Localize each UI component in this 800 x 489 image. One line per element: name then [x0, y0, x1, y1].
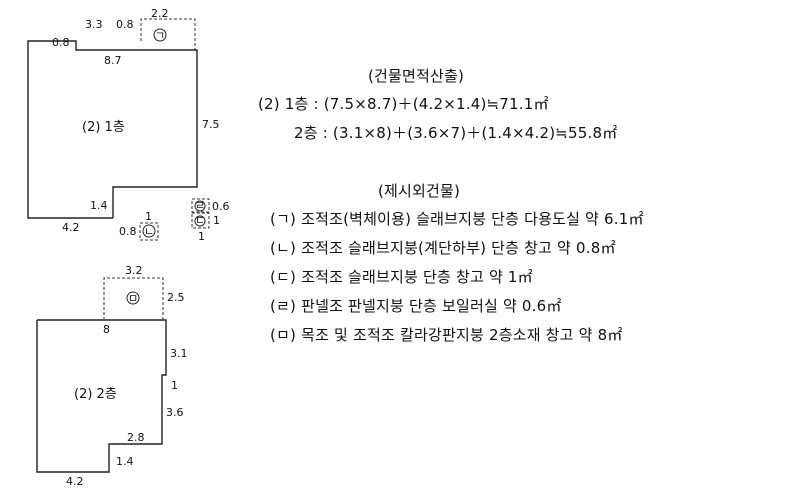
dim-label: 8	[103, 323, 110, 336]
dim-label: 3.2	[125, 264, 143, 277]
dim-label: 3.6	[166, 406, 184, 419]
area-calc-floor2: 2층 : (3.1×8)＋(3.6×7)＋(1.4×4.2)≒55.8㎡	[294, 124, 618, 142]
dim-label: 7.5	[202, 118, 220, 131]
dim-label: 2.2	[151, 7, 169, 20]
dim-label: 1	[198, 230, 205, 243]
mark-giyeok: ㄱ	[155, 29, 165, 42]
dim-label: 1	[213, 214, 220, 227]
dim-label: 1.4	[116, 455, 134, 468]
dim-label: 3.3	[85, 18, 103, 31]
mark-digeut-circle	[194, 215, 206, 227]
dim-label: 3.1	[170, 347, 188, 360]
mark-rieul: ㄹ	[195, 199, 205, 212]
excluded-heading: (제시외건물)	[378, 182, 461, 200]
annex-nieun-outline	[139, 222, 159, 241]
mark-digeut: ㄷ	[195, 214, 205, 227]
mark-mieum: ㅁ	[128, 292, 138, 305]
excluded-item-giyeok: (ㄱ) 조적조(벽체이용) 슬래브지붕 단층 다용도실 약 6.1㎡	[270, 210, 644, 228]
excluded-item-digeut: (ㄷ) 조적조 슬래브지붕 단층 창고 약 1㎡	[270, 268, 533, 286]
dim-label: 4.2	[62, 221, 80, 234]
dim-label: 0.6	[212, 200, 230, 213]
excluded-item-mieum: (ㅁ) 목조 및 조적조 칼라강판지붕 2층소재 창고 약 8㎡	[270, 326, 623, 344]
dim-label: 0.8	[116, 18, 134, 31]
excluded-item-rieul: (ㄹ) 판넬조 판넬지붕 단층 보일러실 약 0.6㎡	[270, 297, 562, 315]
area-calc-heading: (건물면적산출)	[368, 67, 465, 85]
mark-rieul-circle	[194, 200, 206, 212]
area-calc-floor1: (2) 1층 : (7.5×8.7)＋(4.2×1.4)≒71.1㎡	[258, 95, 549, 113]
dim-label: 2.8	[127, 431, 145, 444]
mark-nieun: ㄴ	[144, 225, 154, 238]
dim-label: 1	[145, 210, 152, 223]
annex-giyeok-outline	[140, 18, 196, 50]
mark-mieum-circle	[126, 291, 140, 305]
floor2-outline	[36, 319, 167, 473]
dim-label: 1	[171, 379, 178, 392]
excluded-item-nieun: (ㄴ) 조적조 슬래브지붕(계단하부) 단층 창고 약 0.8㎡	[270, 239, 616, 257]
dim-label: 2.5	[167, 291, 185, 304]
dim-label: 4.2	[66, 475, 84, 488]
mark-giyeok-circle	[153, 28, 167, 42]
annex-digeut-outline	[191, 212, 210, 229]
floor2-label: (2) 2층	[74, 387, 117, 402]
mark-nieun-circle	[142, 224, 156, 238]
dim-label: 0.8	[52, 36, 70, 49]
floor1-label: (2) 1층	[82, 120, 125, 135]
dim-label: 8.7	[104, 54, 122, 67]
dim-label: 0.8	[119, 225, 137, 238]
dim-label: 1.4	[90, 199, 108, 212]
floor1-outline	[27, 40, 198, 219]
annex-mieum-outline	[103, 277, 164, 320]
